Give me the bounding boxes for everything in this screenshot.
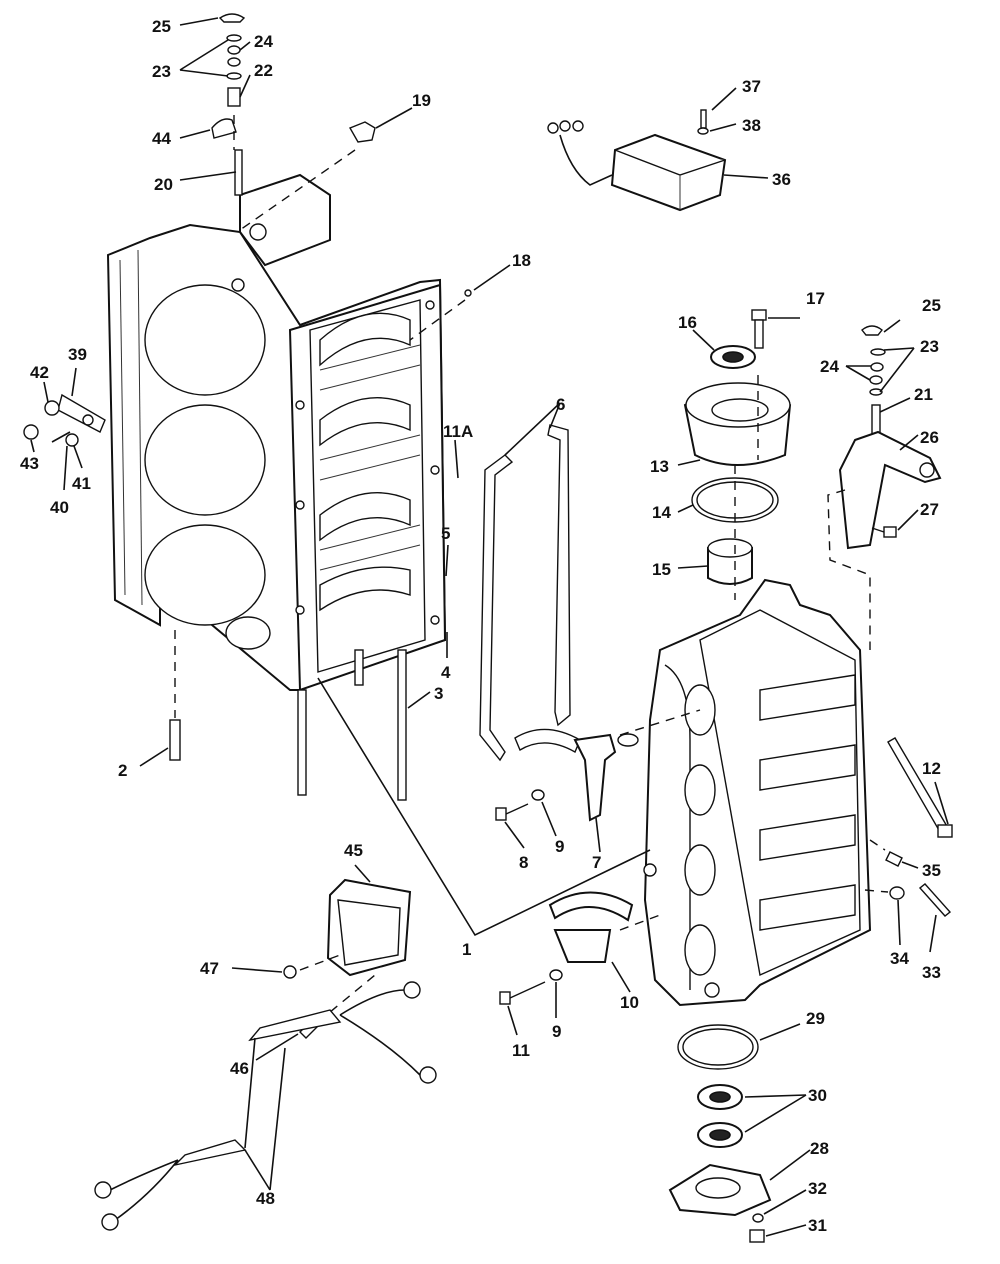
- callout-1: 1: [462, 940, 471, 959]
- callout-10: 10: [620, 993, 639, 1012]
- linkage-hardware: [23, 393, 106, 447]
- callout-28: 28: [810, 1139, 829, 1158]
- callout-35: 35: [922, 861, 941, 880]
- callout-44: 44: [152, 129, 171, 148]
- callout-9-upper: 9: [555, 837, 564, 856]
- callout-8: 8: [519, 853, 528, 872]
- callout-7: 7: [592, 853, 601, 872]
- upper-hardware-stack: [211, 13, 472, 341]
- switch-box: [547, 109, 727, 212]
- cover-and-harness: [94, 878, 437, 1231]
- callout-46: 46: [230, 1059, 249, 1078]
- callout-4: 4: [441, 663, 451, 682]
- callout-42: 42: [30, 363, 49, 382]
- callout-47: 47: [200, 959, 219, 978]
- callout-27: 27: [920, 500, 939, 519]
- callout-12: 12: [922, 759, 941, 778]
- callout-33: 33: [922, 963, 941, 982]
- callout-41: 41: [72, 474, 91, 493]
- callout-30: 30: [808, 1086, 827, 1105]
- callout-37: 37: [742, 77, 761, 96]
- callout-36: 36: [772, 170, 791, 189]
- callout-48: 48: [256, 1189, 275, 1208]
- callout-32: 32: [808, 1179, 827, 1198]
- callout-17: 17: [806, 289, 825, 308]
- callout-9-lower: 9: [552, 1022, 561, 1041]
- callout-16: 16: [678, 313, 697, 332]
- callout-labels: 25 24 23 22 44 19 20 18 37 38 36 39 42 4…: [20, 17, 941, 1235]
- callout-22: 22: [254, 61, 273, 80]
- callout-25-right: 25: [922, 296, 941, 315]
- block-studs: [169, 630, 407, 801]
- callout-38: 38: [742, 116, 761, 135]
- crankcase-cover: [643, 578, 872, 1007]
- callout-26: 26: [920, 428, 939, 447]
- callout-39: 39: [68, 345, 87, 364]
- callout-3: 3: [434, 684, 443, 703]
- right-hardware-stack: [827, 325, 942, 650]
- leader-lines: [30, 17, 949, 1237]
- callout-19: 19: [412, 91, 431, 110]
- callout-14: 14: [652, 503, 671, 522]
- hose-and-brackets: [479, 424, 701, 963]
- callout-13: 13: [650, 457, 669, 476]
- callout-6: 6: [556, 395, 565, 414]
- callout-11a: 11A: [443, 422, 473, 441]
- callout-24-top: 24: [254, 32, 273, 51]
- callout-25-top: 25: [152, 17, 171, 36]
- cylinder-block: [106, 173, 447, 692]
- callout-20: 20: [154, 175, 173, 194]
- callout-11: 11: [512, 1041, 530, 1060]
- callout-31: 31: [808, 1216, 827, 1235]
- callout-15: 15: [652, 560, 671, 579]
- callout-40: 40: [50, 498, 69, 517]
- callout-45: 45: [344, 841, 363, 860]
- bolts: [495, 737, 953, 1005]
- callout-23-top: 23: [152, 62, 171, 81]
- callout-43: 43: [20, 454, 39, 473]
- lower-bearing-group: [668, 1024, 772, 1243]
- callout-34: 34: [890, 949, 909, 968]
- callout-18: 18: [512, 251, 531, 270]
- callout-2: 2: [118, 761, 127, 780]
- callout-29: 29: [806, 1009, 825, 1028]
- callout-5: 5: [441, 524, 450, 543]
- upper-bearing-group: [683, 309, 792, 600]
- callout-21: 21: [914, 385, 933, 404]
- callout-24-right: 24: [820, 357, 839, 376]
- callout-23-right: 23: [920, 337, 939, 356]
